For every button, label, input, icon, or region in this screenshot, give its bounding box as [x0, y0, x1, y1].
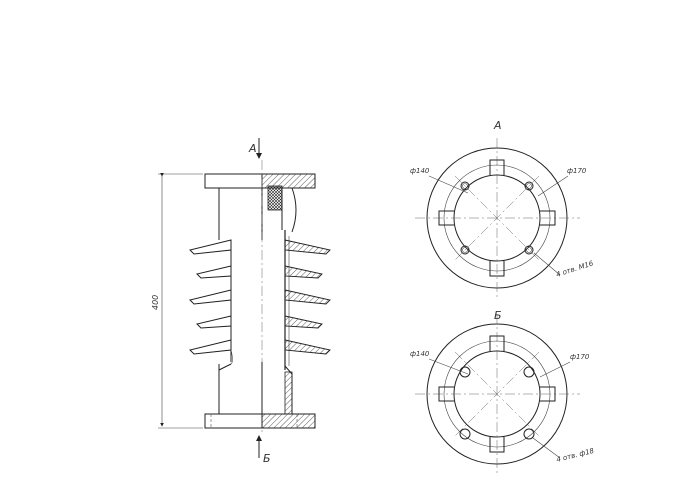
view-b-dia-outer: ф170: [570, 353, 590, 361]
view-b-dia-inner: ф140: [410, 350, 430, 358]
section-a-label: А: [248, 142, 257, 155]
view-b-title: Б: [494, 309, 502, 322]
view-a-lugs: [438, 159, 556, 277]
sheds-left: [189, 239, 233, 365]
view-b-bolt-holes: [459, 366, 535, 440]
height-dim-text: 400: [151, 295, 160, 310]
view-a-dia-inner: ф140: [410, 167, 430, 175]
sheds-right: [284, 230, 331, 370]
view-a-holes-note: 4 отв. М16: [555, 259, 595, 279]
view-b-holes-note: 4 отв. ф18: [556, 447, 596, 464]
bottom-neck: [218, 362, 293, 414]
section-b-label: Б: [263, 452, 271, 465]
view-a: А ф140 ф170 4 отв. М16: [410, 119, 595, 298]
view-a-title: А: [493, 119, 502, 132]
view-a-bolt-holes: [460, 181, 534, 255]
side-view: А Б: [151, 138, 331, 465]
height-dimension: 400: [151, 173, 203, 429]
bottom-flange-section-hatch: [261, 413, 316, 429]
top-neck: [218, 188, 263, 240]
top-seal-block: [267, 185, 283, 211]
view-b: Б ф140 ф170 4 отв. ф18: [410, 309, 595, 474]
view-a-dia-outer: ф170: [567, 167, 587, 175]
view-b-lugs: [438, 335, 556, 453]
